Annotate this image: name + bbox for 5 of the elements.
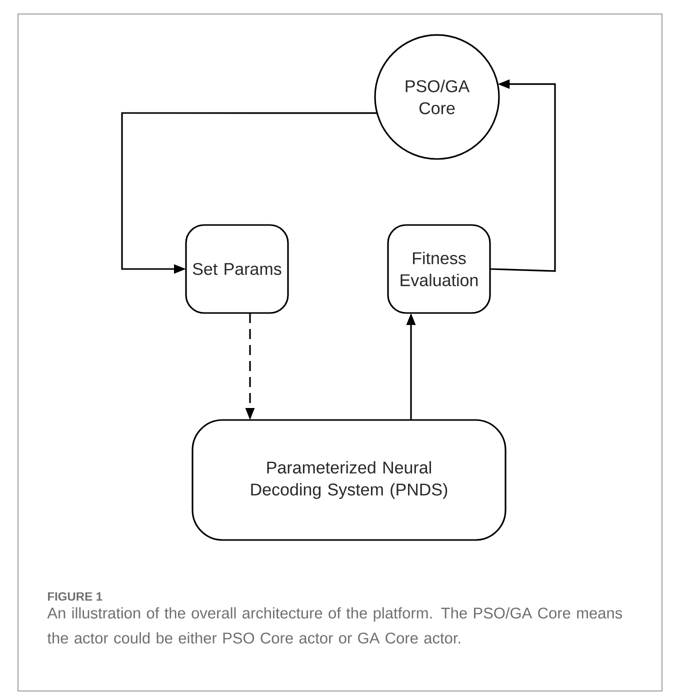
process-box: Fitness Evaluation — [387, 224, 491, 314]
system-box: Parameterized Neural Decoding System (PNDS) — [192, 419, 506, 541]
process-box: Set Params — [185, 224, 289, 314]
caption: An illustration of the overall architecture of the platform. The PSO/GA Core means the actor could be either PSO Core actor or GA Core actor. — [47, 607, 622, 644]
figure-label: FIGURE 1 — [48, 592, 102, 601]
